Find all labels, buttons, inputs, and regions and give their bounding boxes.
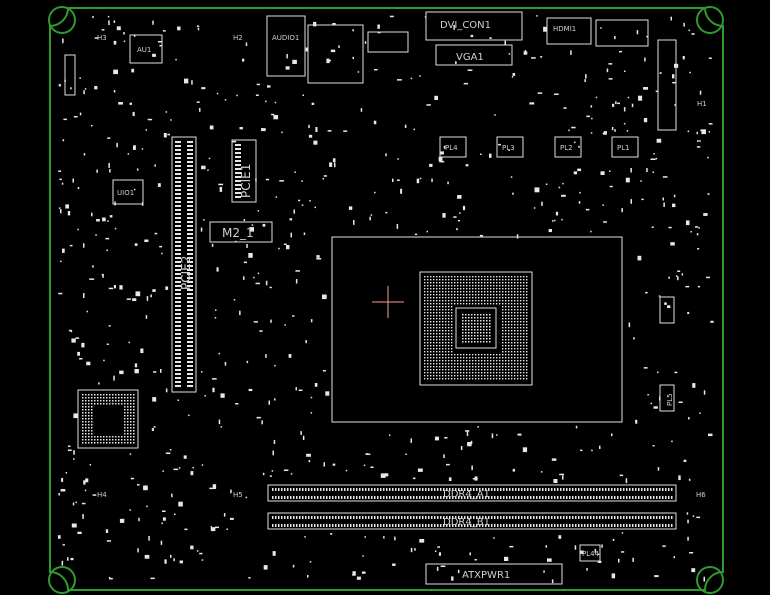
pcie2-label: PCIE2 <box>179 256 193 290</box>
au1-chip <box>129 34 163 64</box>
right-vertical-header <box>657 39 677 131</box>
uio1-chip <box>112 179 144 205</box>
usb-connector <box>367 31 409 53</box>
pch-ball-grid <box>82 394 135 444</box>
pl1-label: PL1 <box>617 144 630 152</box>
board-edge-outline <box>49 7 724 591</box>
mount-hole-top-right <box>696 6 724 34</box>
pl44-choke <box>579 544 601 562</box>
lan-usb-connector <box>307 24 364 84</box>
io-connectors: AUDIO1 DVI_CON1 VGA1 HDMI1 <box>266 11 649 84</box>
vga-connector <box>435 44 513 66</box>
dvi-connector <box>425 11 523 41</box>
hdmi-connector <box>546 17 592 45</box>
cpu-socket <box>331 236 623 423</box>
pcie1-slot <box>231 139 257 203</box>
uio1-label: UIO1 <box>117 189 134 197</box>
ddr4-slots: DDR4_A1 DDR4_B1 <box>267 484 677 530</box>
ddr4-a1-slot <box>267 484 677 502</box>
smd-components <box>58 15 714 584</box>
mount-hole-bottom-right <box>696 566 724 594</box>
ddr4-b1-slot <box>267 512 677 530</box>
m2-label: M2_1 <box>222 226 254 240</box>
cpu-center-pads <box>462 314 491 343</box>
pcie2-pins <box>175 141 193 387</box>
vga-label: VGA1 <box>456 52 484 63</box>
m2-slot <box>209 221 273 243</box>
h4-label: H4 <box>97 491 107 499</box>
atx-power-label: ATXPWR1 <box>462 570 510 581</box>
ddr4-a1-label: DDR4_A1 <box>443 489 490 500</box>
hdmi-label: HDMI1 <box>553 25 576 33</box>
atx-power-connector <box>425 563 563 585</box>
pl6-choke <box>659 296 675 324</box>
pl3-choke <box>496 136 524 158</box>
cpu-pin-field <box>424 276 528 380</box>
cpu-socket-outline <box>331 236 623 423</box>
ddr4-a1-pins <box>272 488 673 499</box>
power-chokes: PL4 PL3 PL2 PL1 PL44 PL5 <box>439 136 675 562</box>
mount-hole-bottom-left <box>48 566 76 594</box>
audio-label: AUDIO1 <box>272 34 299 42</box>
pl4-label: PL4 <box>445 144 458 152</box>
dvi-label: DVI_CON1 <box>440 20 491 31</box>
pl3-label: PL3 <box>502 144 515 152</box>
cpu-pin-field-outline <box>419 271 533 386</box>
h3-label: H3 <box>97 34 107 42</box>
pcie-slots: PCIE2 PCIE1 <box>171 136 257 393</box>
pl2-choke <box>554 136 582 158</box>
pcie1-label: PCIE1 <box>239 164 253 198</box>
h5-label: H5 <box>233 491 243 499</box>
ddr4-b1-label: DDR4_B1 <box>443 517 490 528</box>
pcie2-slot <box>171 136 197 393</box>
pl4-choke <box>439 136 467 158</box>
mount-hole-top-left <box>48 6 76 34</box>
pl5-label: PL5 <box>666 393 674 406</box>
pl44-label: PL44 <box>582 550 600 558</box>
cursor-crosshair <box>372 286 404 318</box>
pl1-choke <box>611 136 639 158</box>
pch-chipset <box>77 389 139 449</box>
usb-header-top <box>595 19 649 47</box>
ddr4-b1-pins <box>272 516 673 527</box>
h6-label: H6 <box>696 491 706 499</box>
pcie1-pins <box>235 144 241 198</box>
au1-label: AU1 <box>137 46 151 54</box>
audio-connector <box>266 15 306 77</box>
pl2-label: PL2 <box>560 144 573 152</box>
h2-label: H2 <box>233 34 243 42</box>
left-vertical-header <box>64 54 76 96</box>
pl5-choke <box>659 384 675 412</box>
h1-label: H1 <box>697 100 707 108</box>
